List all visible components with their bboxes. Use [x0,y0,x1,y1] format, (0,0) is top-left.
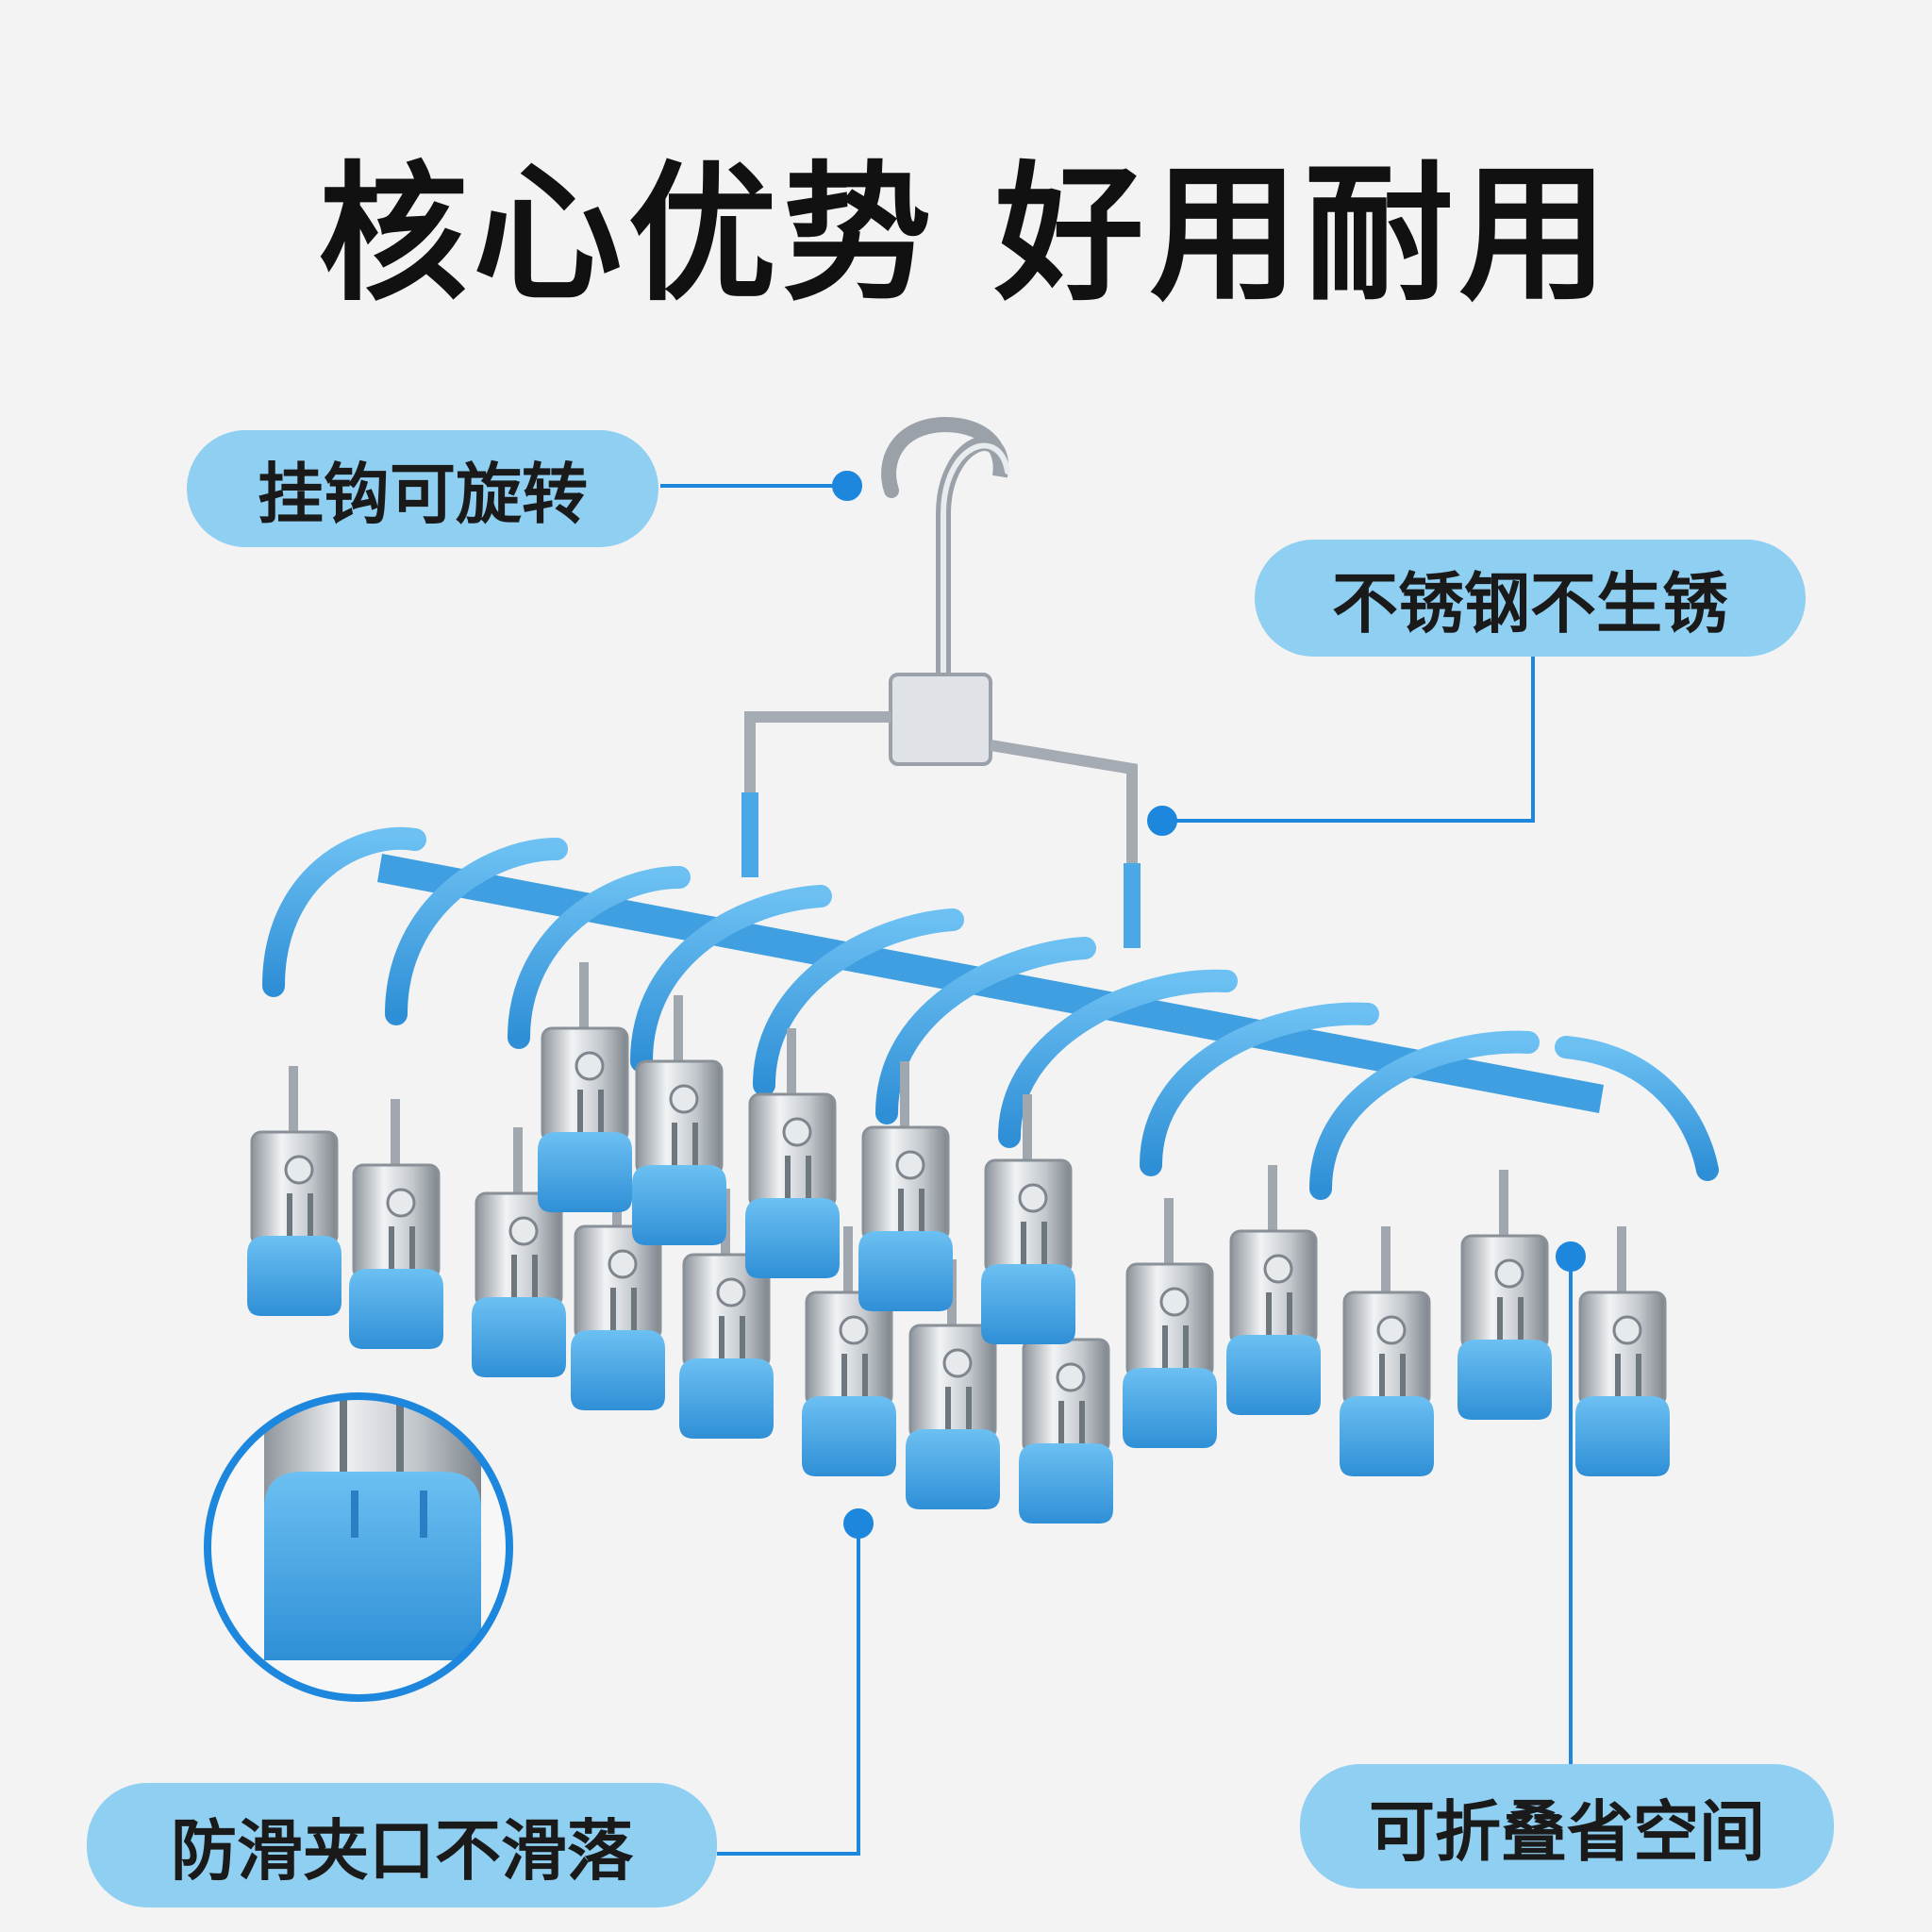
clothespin [981,1094,1075,1344]
clip-arches [262,826,1719,1200]
callout-steel-label: 不锈钢不生锈 [1332,564,1728,642]
clothespin [247,1066,341,1316]
clothespin [1575,1226,1670,1476]
callout-anti-slip-clip: 防滑夹口不滑落 [87,1783,717,1907]
clothespin [1123,1198,1217,1448]
clothespin [472,1127,566,1377]
clothespin [538,962,632,1212]
steel-frame [741,711,1141,948]
callout-fold-label: 可折叠省空间 [1369,1792,1765,1871]
clothespin [632,995,726,1245]
clothespin [1226,1165,1321,1415]
zoom-detail [204,1392,513,1702]
clothespin [1019,1274,1113,1524]
clothespin [349,1099,443,1349]
clothespin [906,1259,1000,1509]
clothespin [1340,1226,1434,1476]
callout-hook-rotate: 挂钩可旋转 [187,430,658,547]
headline: 核心优势 好用耐用 [318,148,1614,322]
clothespin [745,1028,840,1278]
callout-clip-label: 防滑夹口不滑落 [171,1811,633,1890]
hanger-hook [881,416,1010,766]
clothespin [858,1061,953,1311]
callout-stainless-steel: 不锈钢不生锈 [1255,540,1806,657]
callout-foldable: 可折叠省空间 [1300,1764,1834,1889]
clothespin [1457,1170,1552,1420]
callout-hook-label: 挂钩可旋转 [258,455,588,533]
clothespin [571,1160,665,1410]
callout-connectors [660,471,1586,1856]
clothespin [802,1226,896,1476]
clip-group [247,962,1670,1524]
